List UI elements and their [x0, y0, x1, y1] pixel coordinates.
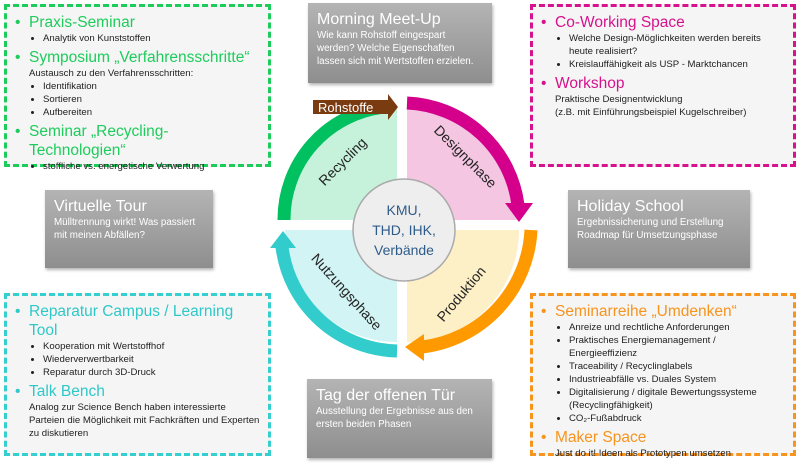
virtual-tour-box: Virtuelle Tour Mülltrennung wirkt! Was p…	[45, 190, 213, 268]
bullet: Praktisches Energiemanagement / Energiee…	[569, 334, 785, 360]
bullet: CO₂-Fußabdruck	[569, 412, 785, 425]
box-text: Ergebnissicherung und Erstellung Roadmap…	[577, 217, 724, 241]
design-arrowhead	[505, 203, 533, 222]
production-arrow	[421, 229, 538, 354]
bullet: stoffliche vs. energetische Verwertung	[43, 160, 260, 173]
center-line: Verbände	[374, 242, 434, 258]
open-day-box: Tag der offenen Tür Ausstellung der Erge…	[307, 379, 492, 458]
produktion-label: Produktion	[434, 263, 489, 325]
event-title: Talk Bench	[15, 382, 260, 401]
design-arrow	[406, 96, 525, 206]
recycling-label: Recycling	[315, 134, 369, 188]
event-text: Analog zur Science Bench haben interessi…	[29, 402, 260, 439]
event-title: Maker Space	[541, 428, 785, 447]
usage-arrowhead	[270, 231, 296, 248]
center-circle	[352, 178, 456, 282]
event-text: Just do it! Ideen als Prototypen umsetze…	[555, 448, 731, 459]
center-line: KMU,	[387, 202, 422, 218]
usage-arrow	[275, 246, 398, 358]
bullet: Kreislauffähigkeit als USP - Marktchance…	[569, 58, 785, 71]
box-title: Tag der offenen Tür	[316, 387, 456, 404]
usage-quadrant	[285, 230, 397, 342]
designphase-label: Designphase	[431, 122, 500, 191]
box-text: Ausstellung der Ergebnisse aus den erste…	[316, 406, 473, 430]
bullet: Analytik von Kunststoffen	[43, 32, 260, 45]
bullet: Traceability / Recyclinglabels	[569, 360, 785, 373]
bullet: Anreize und rechtliche Anforderungen	[569, 321, 785, 334]
box-title: Holiday School	[577, 198, 684, 215]
design-events-box: Co-Working Space Welche Design-Möglichke…	[530, 4, 796, 167]
bullet: Aufbereiten	[43, 106, 260, 119]
usage-events-box: Reparatur Campus / Learning Tool Koopera…	[4, 293, 271, 456]
design-quadrant	[407, 108, 519, 220]
center-line: THD, IHK,	[372, 222, 436, 238]
recycling-events-box: Praxis-Seminar Analytik von Kunststoffen…	[4, 4, 271, 172]
box-title: Virtuelle Tour	[54, 198, 147, 215]
event-title: Seminar „Recycling-Technologien“	[15, 122, 260, 160]
event-title: Co-Working Space	[541, 13, 785, 32]
rohstoffe-label: Rohstoffe	[318, 100, 373, 115]
nutzungsphase-label: Nutzungsphase	[308, 250, 385, 333]
bullet: Sortieren	[43, 93, 260, 106]
event-title: Workshop	[541, 74, 785, 93]
morning-meetup-box: Morning Meet-Up Wie kann Rohstoff einges…	[308, 3, 492, 83]
event-text: (z.B. mit Einführungsbeispiel Kugelschre…	[555, 107, 747, 118]
event-title: Reparatur Campus / Learning Tool	[15, 302, 260, 340]
bullet: Digitalisierung / digitale Bewertungssys…	[569, 386, 785, 412]
bullet: Identifikation	[43, 80, 260, 93]
bullet: Industrieabfälle vs. Duales System	[569, 373, 785, 386]
recycling-arrow	[277, 100, 386, 221]
bullet: Wiederverwertbarkeit	[43, 353, 260, 366]
bullet: Reparatur durch 3D-Druck	[43, 366, 260, 379]
bullet: Kooperation mit Wertstoffhof	[43, 340, 260, 353]
box-text: Mülltrennung wirkt! Was passiert mit mei…	[54, 217, 196, 241]
production-arrowhead	[405, 334, 424, 361]
holiday-school-box: Holiday School Ergebnissicherung und Ers…	[568, 190, 750, 268]
event-title: Praxis-Seminar	[15, 13, 260, 32]
event-title: Symposium „Verfahrensschritte“	[15, 48, 260, 67]
production-quadrant	[407, 230, 519, 342]
bullet: Welche Design-Möglichkeiten werden berei…	[569, 32, 785, 58]
recycling-quadrant	[285, 108, 397, 220]
event-text: Austausch zu den Verfahrensschritten:	[29, 68, 194, 79]
rohstoffe-arrow	[313, 94, 398, 120]
box-title: Morning Meet-Up	[317, 11, 441, 28]
box-text: Wie kann Rohstoff eingespart werden? Wel…	[317, 30, 474, 67]
event-title: Seminarreihe „Umdenken“	[541, 302, 785, 321]
production-events-box: Seminarreihe „Umdenken“ Anreize und rech…	[530, 293, 796, 459]
event-text: Praktische Designentwicklung	[555, 94, 683, 105]
